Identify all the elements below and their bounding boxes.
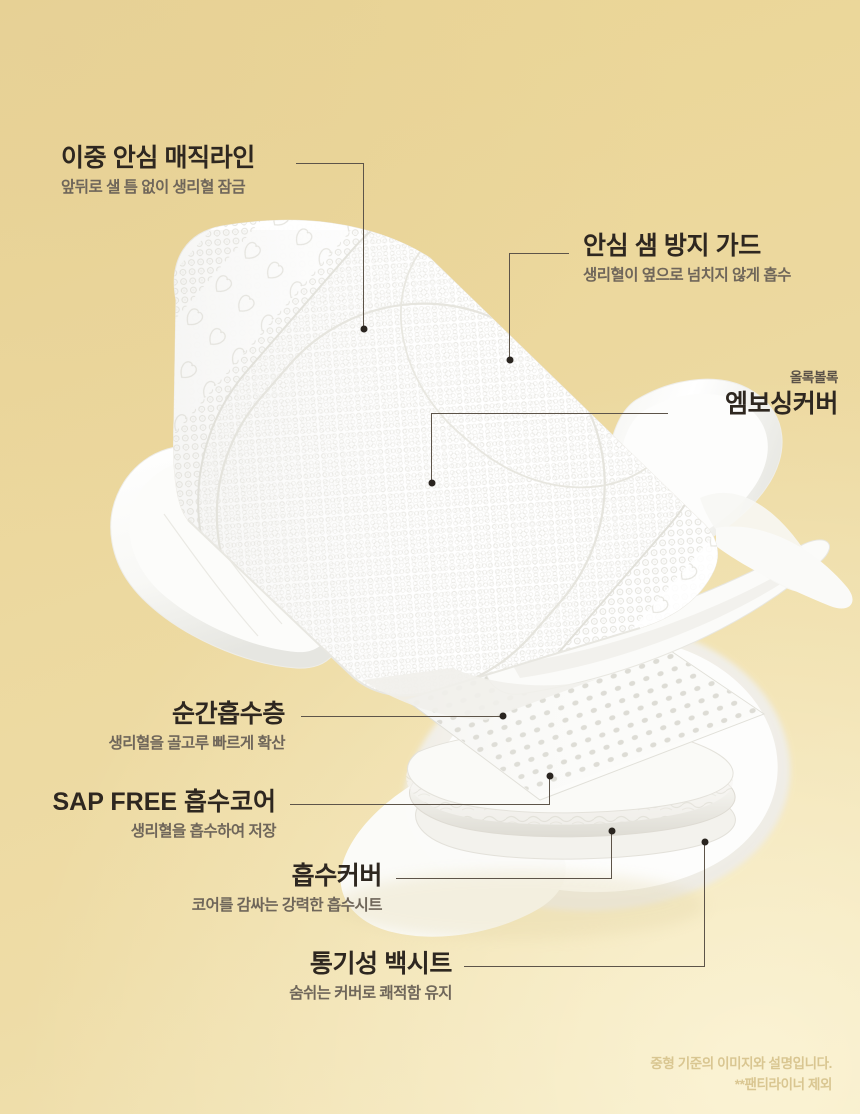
label-subtitle: 생리혈을 흡수하여 저장 [130, 823, 277, 840]
label-title: 엠보싱커버 [724, 390, 838, 419]
label-subtitle: 숨쉬는 커버로 쾌적함 유지 [289, 985, 452, 1002]
label-subtitle: 앞뒤로 샐 틈 없이 생리혈 잠금 [61, 179, 246, 196]
label-subtitle: 생리혈을 골고루 빠르게 확산 [108, 735, 285, 752]
label-title: 통기성 백시트 [309, 950, 453, 978]
label-sap-free-core: SAP FREE 흡수코어 생리혈을 흡수하여 저장 [28, 788, 276, 842]
label-leak-guard: 안심 샘 방지 가드 생리혈이 옆으로 넘치지 않게 흡수 [583, 232, 791, 286]
label-subtitle: 생리혈이 옆으로 넘치지 않게 흡수 [583, 267, 791, 284]
label-embossing-cover: 올록볼록 엠보싱커버 [725, 370, 838, 418]
label-kicker: 올록볼록 [789, 370, 838, 385]
footnote-line-1: 중형 기준의 이미지와 설명입니다. [650, 1056, 832, 1072]
label-breathable-backsheet: 통기성 백시트 숨쉬는 커버로 쾌적함 유지 [196, 950, 452, 1004]
label-title: 이중 안심 매직라인 [61, 144, 255, 172]
label-title: SAP FREE 흡수코어 [52, 788, 276, 816]
label-subtitle: 코어를 감싸는 강력한 흡수시트 [191, 897, 383, 914]
label-double-safe-magic-line: 이중 안심 매직라인 앞뒤로 샐 틈 없이 생리혈 잠금 [61, 144, 255, 198]
footnote: 중형 기준의 이미지와 설명입니다. **팬티라이너 제외 [650, 1054, 832, 1096]
label-title: 순간흡수층 [171, 700, 285, 728]
footnote-line-2: **팬티라이너 제외 [734, 1077, 833, 1093]
label-title: 흡수커버 [291, 862, 383, 890]
label-title: 안심 샘 방지 가드 [583, 232, 761, 260]
label-absorb-cover: 흡수커버 코어를 감싸는 강력한 흡수시트 [130, 862, 383, 916]
label-instant-absorb-layer: 순간흡수층 생리혈을 골고루 빠르게 확산 [60, 700, 285, 754]
